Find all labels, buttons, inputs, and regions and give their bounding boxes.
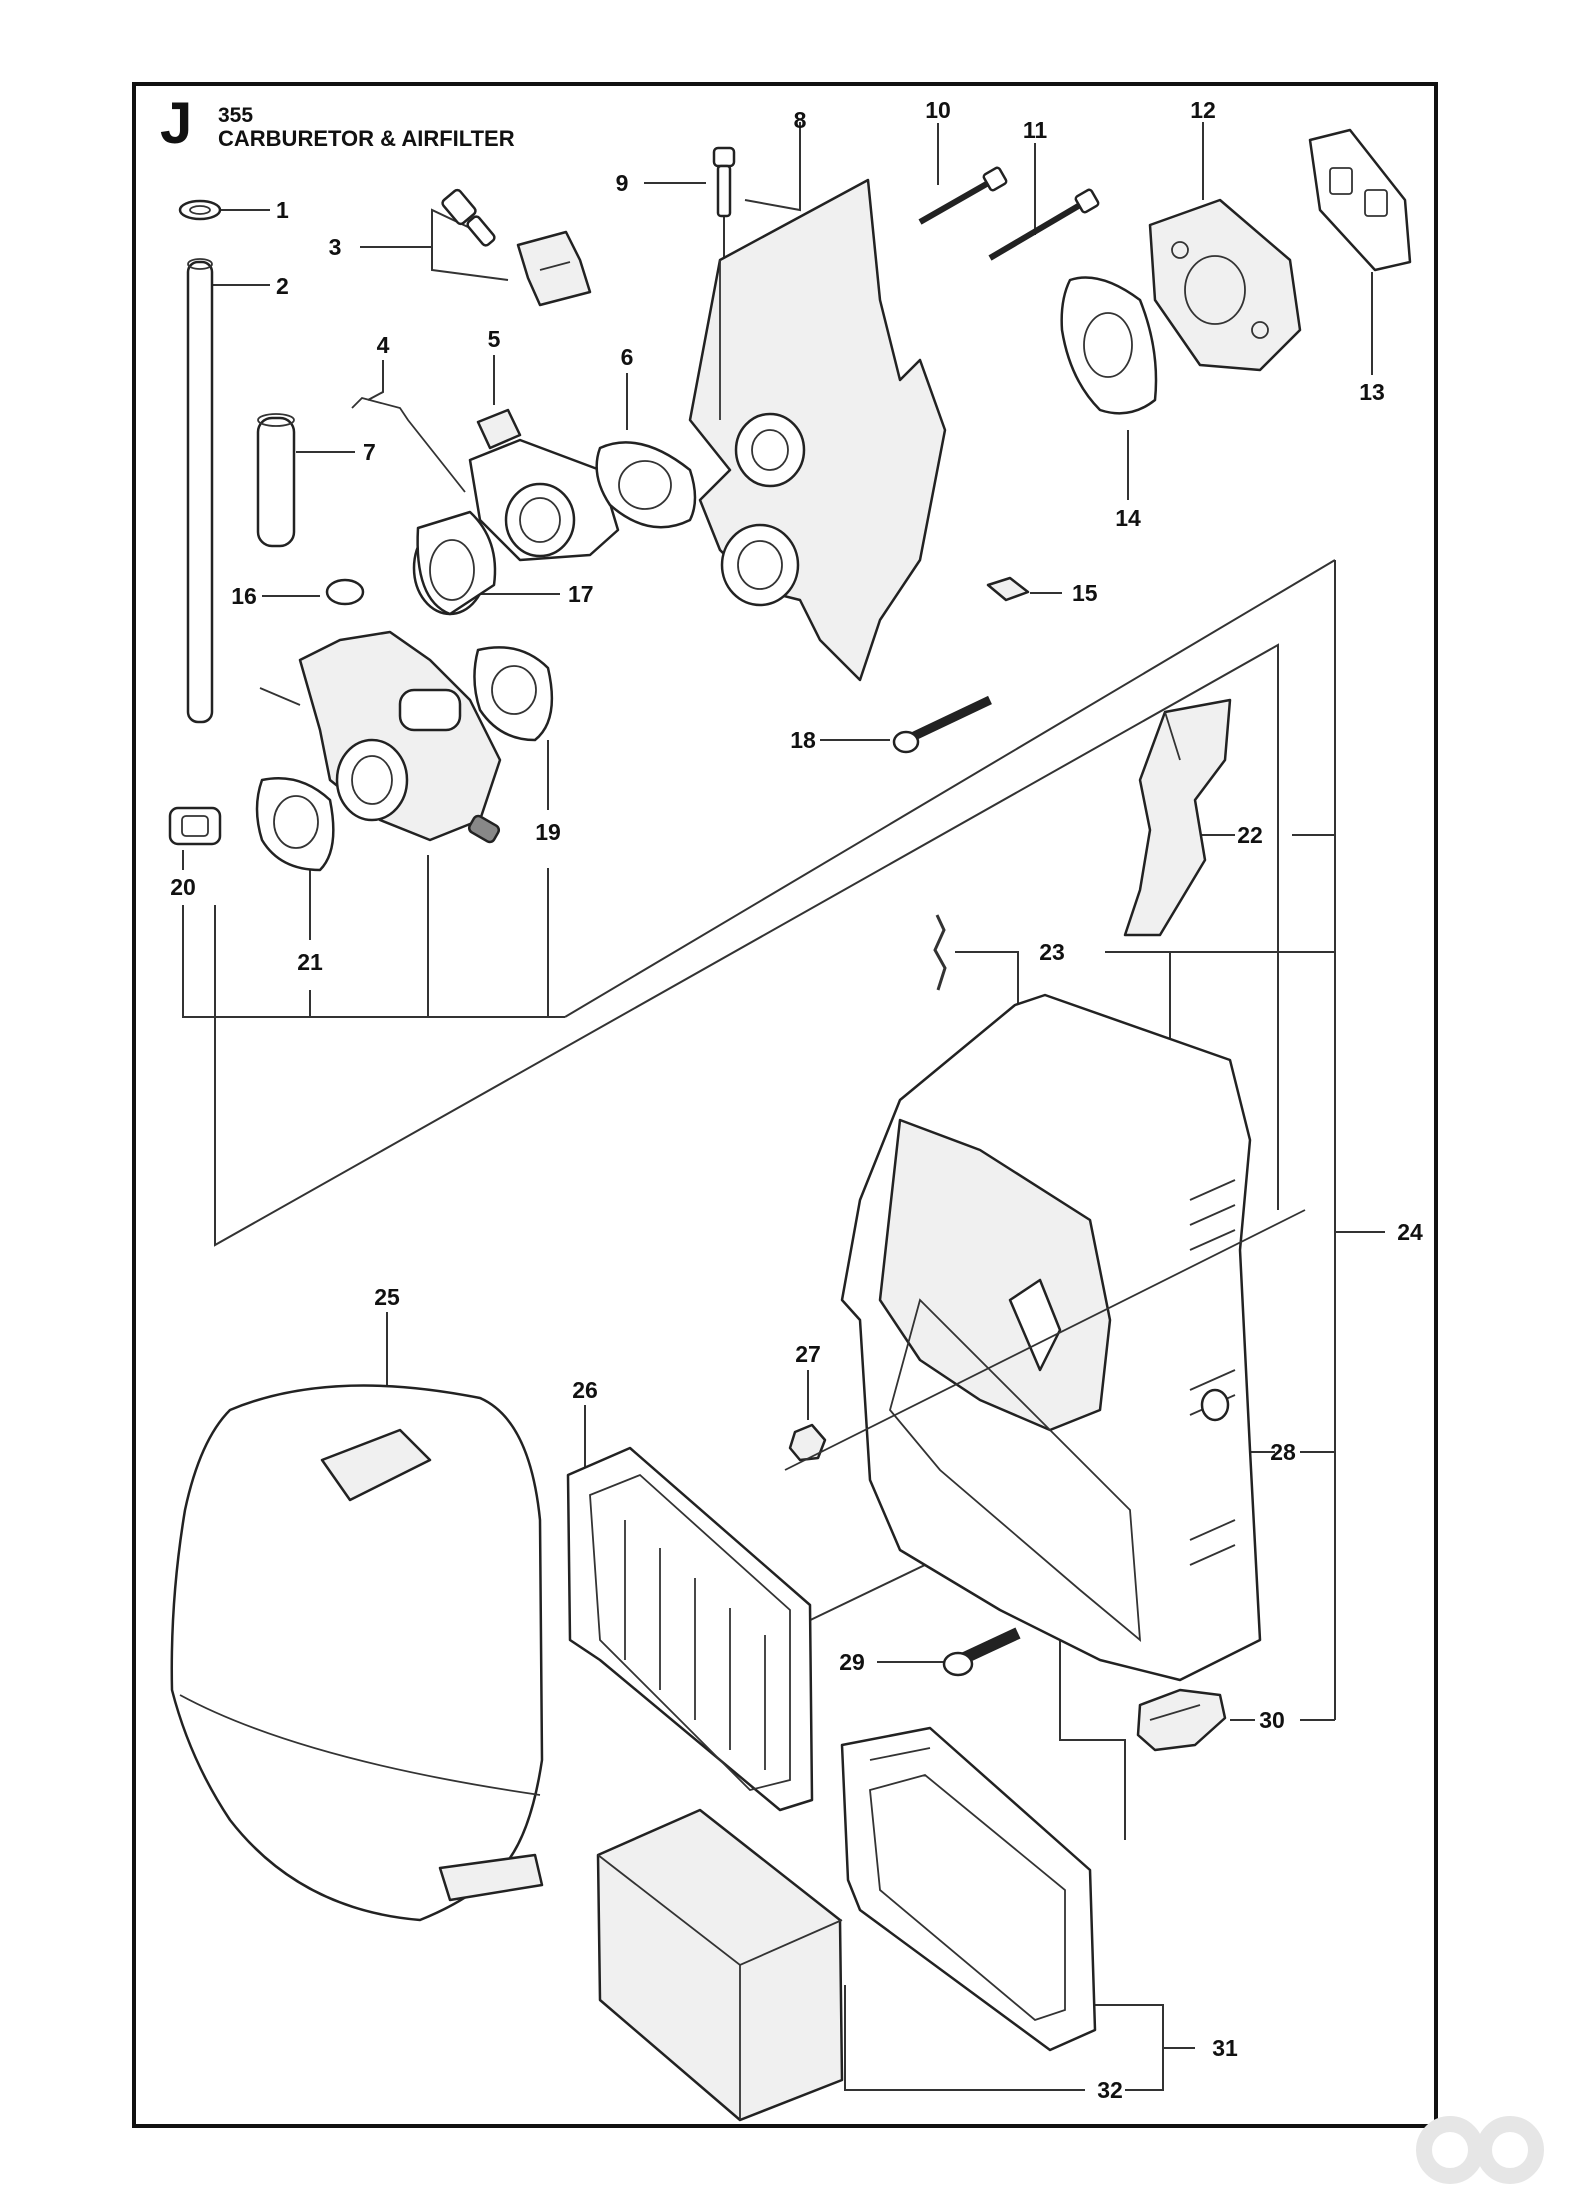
- callout-27: 7: [363, 439, 376, 465]
- callout-23: 16: [231, 583, 257, 609]
- part-4-pin: [933, 914, 947, 991]
- section-letter: J: [160, 91, 193, 156]
- part-25-screw: [892, 695, 992, 754]
- callout-30: 31: [1212, 2035, 1238, 2061]
- part-19-gasket: [1308, 128, 1412, 272]
- callout-29: 1: [276, 197, 289, 223]
- callout-19: 13: [1359, 379, 1385, 405]
- part-29-clamp: [178, 199, 222, 221]
- watermark-logo: [1416, 2116, 1544, 2184]
- part-16-gasket: [473, 646, 554, 742]
- part-18-gasket: [1060, 276, 1158, 415]
- callout-20: 6: [621, 344, 634, 370]
- part-31-foam-filter: [596, 1808, 844, 2122]
- callout-14: 21: [297, 949, 323, 975]
- callout-15: 24: [1397, 1219, 1423, 1245]
- callout-21: 5: [488, 326, 501, 352]
- part-carburetor: [259, 630, 502, 844]
- callout-25: 18: [790, 727, 816, 753]
- callouts: 1 2 3 4 5 6 7 8 9 10 11 12 13 14 15 16 1…: [170, 97, 1423, 2103]
- callout-13: 9: [616, 170, 629, 196]
- part-7-screw: [942, 1627, 1021, 1677]
- part-12-nut: [986, 576, 1030, 602]
- callout-10: 11: [1023, 117, 1048, 143]
- page-frame: [132, 82, 1438, 2128]
- part-14-gasket: [255, 776, 335, 872]
- callout-2: 30: [1259, 1707, 1285, 1733]
- callout-9: 8: [794, 107, 807, 133]
- part-11-bolt: [918, 166, 1008, 225]
- part-21-throttle-housing: [468, 408, 620, 562]
- callout-28: 2: [276, 273, 289, 299]
- part-8-nut: [784, 1209, 1306, 1471]
- callout-7: 29: [839, 1649, 865, 1675]
- part-20-gasket: [595, 441, 697, 529]
- part-23-nut: [325, 578, 365, 606]
- part-26-connector: [441, 188, 592, 307]
- callout-17: 12: [1190, 97, 1216, 123]
- callout-16: 19: [535, 819, 561, 845]
- leader-lines: [182, 122, 1385, 2091]
- callout-6: 26: [572, 1377, 598, 1403]
- callout-5: 25: [374, 1284, 400, 1310]
- part-13-screw: [712, 146, 736, 218]
- part-28-fuel-hose: [186, 258, 214, 724]
- callout-26: 3: [329, 234, 342, 260]
- callout-1: 28: [1270, 1439, 1296, 1465]
- callout-24: 17: [568, 581, 594, 607]
- section-title: CARBURETOR & AIRFILTER: [218, 126, 515, 151]
- part-24-sleeve: [412, 510, 497, 616]
- callout-32: 20: [170, 874, 196, 900]
- callout-4: 23: [1039, 939, 1065, 965]
- callout-18: 14: [1115, 505, 1141, 531]
- part-6-filter: [566, 1446, 814, 1812]
- callout-8: 27: [795, 1341, 821, 1367]
- part-32-plug: [168, 806, 222, 846]
- callout-22: 4: [377, 332, 390, 358]
- part-30-filter-frame: [840, 1726, 1097, 2052]
- part-3-bracket: [1123, 698, 1232, 937]
- part-10-bolt: [988, 188, 1100, 261]
- callout-3: 22: [1237, 822, 1263, 848]
- part-9-carb-bracket: [688, 178, 947, 682]
- part-17-spacer: [1148, 198, 1302, 372]
- model-number: 355: [218, 104, 254, 127]
- callout-12: 15: [1072, 580, 1098, 606]
- part-22-wire-link: [351, 396, 466, 493]
- part-2-latch: [1136, 1688, 1227, 1752]
- part-5-filter-cover: [170, 1384, 544, 1922]
- callout-11: 10: [925, 97, 951, 123]
- callout-31: 32: [1097, 2077, 1123, 2103]
- part-27-tube: [256, 413, 296, 548]
